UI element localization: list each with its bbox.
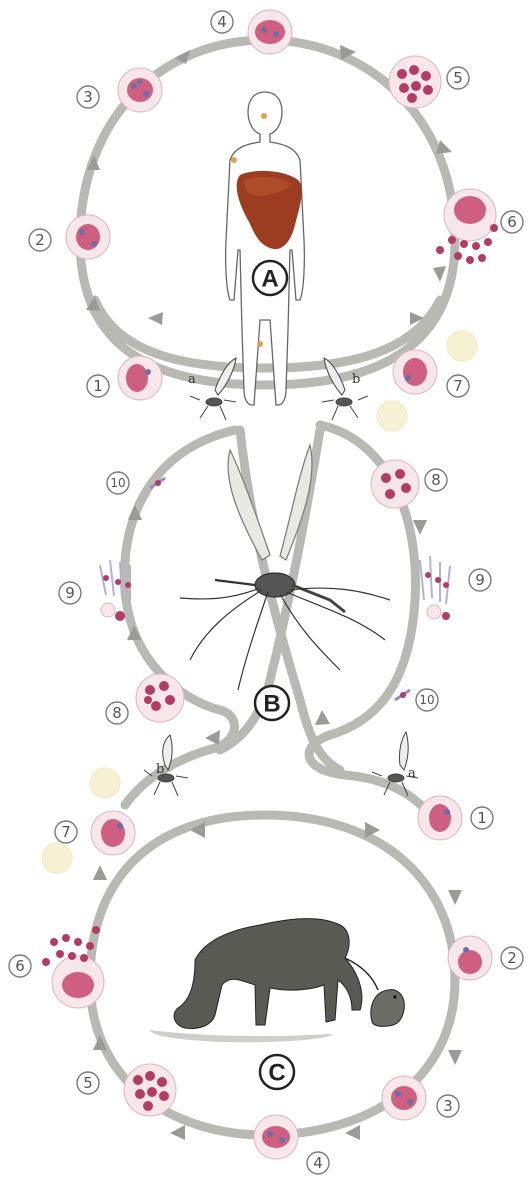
svg-text:4: 4 xyxy=(313,1154,323,1172)
stage-number-a2: 2 xyxy=(29,229,51,251)
svg-text:C: C xyxy=(268,1060,285,1087)
stage-number-a4: 4 xyxy=(211,11,233,33)
stage-cell-b-right-9 xyxy=(420,556,450,620)
arrow-icon xyxy=(170,1125,185,1140)
stage-number-b-right-8: 8 xyxy=(425,469,447,491)
arrow-icon xyxy=(148,312,163,325)
stage-number-a3: 3 xyxy=(77,86,99,108)
stage-cell-c3 xyxy=(382,1076,426,1120)
stage-number-c4: 4 xyxy=(307,1152,329,1174)
stage-cell-a2 xyxy=(66,215,110,259)
arrow-icon xyxy=(345,1125,360,1140)
stage-cell-a3 xyxy=(118,68,162,112)
human-silhouette-icon xyxy=(226,92,305,405)
svg-text:9: 9 xyxy=(65,584,75,602)
svg-text:6: 6 xyxy=(15,957,25,975)
arrow-icon xyxy=(448,890,462,905)
stage-cell-b-left-8 xyxy=(136,674,184,722)
stage-cell-a6 xyxy=(436,189,498,264)
arrow-icon xyxy=(93,865,107,880)
stage-number-c3: 3 xyxy=(437,1095,459,1117)
svg-text:8: 8 xyxy=(112,704,122,722)
stage-cell-c1 xyxy=(418,796,462,840)
label-c: C xyxy=(260,1055,294,1089)
stage-number-a6: 6 xyxy=(501,211,523,233)
label-b: B xyxy=(255,686,289,720)
stage-number-b-left-8: 8 xyxy=(106,702,128,724)
stage-number-a5: 5 xyxy=(447,67,469,89)
arrow-icon xyxy=(448,1050,462,1065)
stage-number-b-left-9: 9 xyxy=(59,582,81,604)
svg-text:10: 10 xyxy=(110,476,125,490)
mosquito-label-b-bottom: b xyxy=(156,762,164,777)
svg-text:5: 5 xyxy=(453,69,463,87)
dog-icon xyxy=(150,919,378,1043)
stage-number-c7: 7 xyxy=(55,821,77,843)
stage-cell-b-right-10 xyxy=(395,690,410,700)
svg-text:1: 1 xyxy=(477,809,487,827)
svg-text:1: 1 xyxy=(93,377,103,395)
svg-text:2: 2 xyxy=(35,231,45,249)
stage-number-b-right-10: 10 xyxy=(416,689,438,711)
gametocyte-pale-cell xyxy=(90,768,120,798)
svg-text:9: 9 xyxy=(475,571,485,589)
svg-text:3: 3 xyxy=(443,1097,453,1115)
gametocyte-pale-cell xyxy=(447,331,477,361)
stage-cell-a7 xyxy=(393,350,437,394)
arrow-icon xyxy=(436,140,452,154)
arrow-icon xyxy=(433,266,446,282)
svg-text:5: 5 xyxy=(83,1074,93,1092)
gametocyte-pale-cell xyxy=(377,401,407,431)
stage-cell-c7 xyxy=(91,811,135,855)
arrow-icon xyxy=(205,730,220,745)
mosquito-label-b-top: b xyxy=(352,372,360,387)
stage-cell-a5 xyxy=(389,56,441,108)
svg-text:2: 2 xyxy=(507,949,517,967)
stage-number-c1: 1 xyxy=(471,807,493,829)
stage-number-a1: 1 xyxy=(87,375,109,397)
gametocyte-pale-cell xyxy=(42,843,72,873)
stage-number-b-left-10: 10 xyxy=(107,472,129,494)
svg-text:6: 6 xyxy=(507,213,517,231)
svg-text:A: A xyxy=(261,266,278,293)
svg-text:10: 10 xyxy=(419,693,434,707)
stage-number-a7: 7 xyxy=(447,375,469,397)
svg-text:8: 8 xyxy=(431,471,441,489)
arrow-icon xyxy=(315,710,330,725)
svg-text:7: 7 xyxy=(61,823,71,841)
stage-cell-c2 xyxy=(448,936,492,980)
stage-number-c5: 5 xyxy=(77,1072,99,1094)
svg-text:4: 4 xyxy=(217,13,227,31)
label-a: A xyxy=(253,261,287,295)
mosquito-b-top-icon xyxy=(322,358,368,420)
mosquito-b-bottom-icon xyxy=(144,735,188,796)
stage-number-c2: 2 xyxy=(501,947,523,969)
stage-cell-a1 xyxy=(118,356,162,400)
rodent-icon xyxy=(371,990,404,1027)
mosquito-label-a-top: a xyxy=(188,372,196,387)
svg-text:7: 7 xyxy=(453,377,463,395)
svg-text:B: B xyxy=(263,691,280,718)
stage-number-c6: 6 xyxy=(9,955,31,977)
stage-number-b-right-9: 9 xyxy=(469,569,491,591)
stage-cell-c5 xyxy=(124,1064,176,1116)
stage-cell-c4 xyxy=(254,1115,298,1159)
stage-cell-a4 xyxy=(248,10,292,54)
stage-cell-b-right-8 xyxy=(371,460,419,508)
mosquito-label-a-bottom: a xyxy=(408,766,416,781)
svg-text:3: 3 xyxy=(83,88,93,106)
